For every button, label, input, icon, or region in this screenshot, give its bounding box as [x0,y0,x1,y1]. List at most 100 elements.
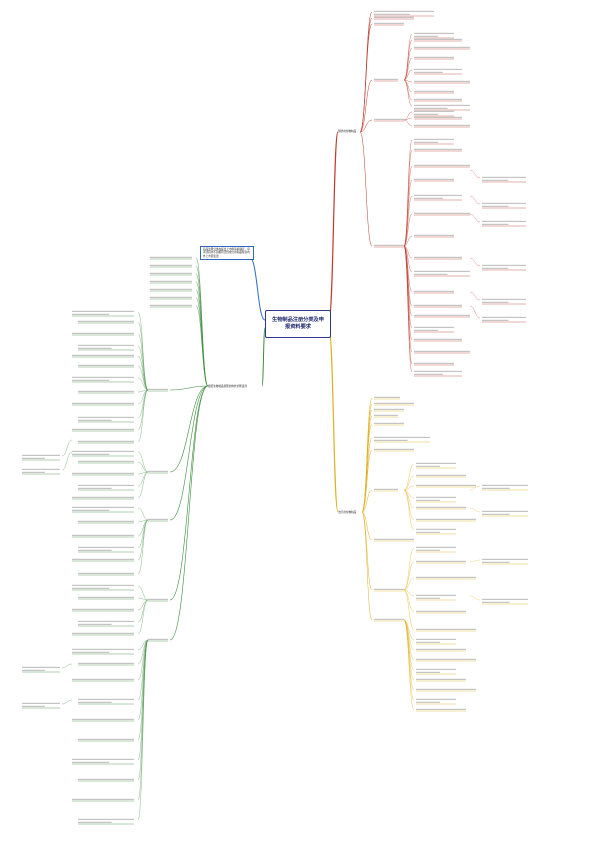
branch-preventive[interactable]: 预防用生物制品 [338,129,357,133]
ther-leaf-2-4 [416,678,466,680]
diag-leaf-0-0 [72,310,134,312]
root-title: 生物制品注册分类及申报资料要求 [272,317,324,330]
edge-diag-leaf-0-9 [137,389,149,419]
diag-leaf-0-5 [78,364,134,366]
prev-leaf-2-14 [414,350,470,352]
edge-ther-9 [361,511,373,591]
ther-leaf-0-3 [416,499,440,501]
edge-ther-7 [361,489,373,513]
prev-deep-4 [482,298,526,300]
prev-leaf-0-4 [414,68,462,70]
prev-leaf-2-4 [414,194,462,196]
edge-ther-leaf-0-1 [403,475,415,491]
edge-diag-leaf-2-1 [137,519,149,523]
edge-diag-leaf-0-3 [137,345,149,391]
edge-diag-0 [169,385,209,391]
diag-leaf-1-0 [72,450,134,452]
ther-deep-1 [482,513,510,515]
edge-diag-leaf-2-0 [137,507,149,521]
edge-diag-leaf-0-6 [137,377,149,391]
edge-diag-leaf-1-1 [137,461,149,473]
ther-deep-0 [482,484,528,486]
branch-diagnostic[interactable]: 按照生物制品管理的体外诊断试剂 [208,384,247,388]
branch-preventive-label: 预防用生物制品 [338,130,357,133]
edge-prev-leaf-2-10 [403,245,413,307]
edge-diag-top-5 [195,297,209,387]
branch-therapeutic[interactable]: 治疗用生物制品 [338,510,357,514]
edge-diag-far-2 [61,663,73,669]
edge-diag-top-2 [195,273,209,387]
ther-leaf-0-4 [416,506,466,508]
edge-prev-deep-0 [469,169,481,179]
edge-diag-leaf-3-4 [137,599,149,635]
prev-leaf-2-5 [414,212,470,214]
edge-diag-top-3 [195,281,209,387]
edge-diag-leaf-4-6 [137,639,149,761]
edge-prev-deep-2 [469,213,481,223]
edge-diag-leaf-4-3 [137,639,149,701]
prev-leaf-2-0 [414,141,438,143]
edge-root-diagnostic [261,327,266,387]
ther-deep-1 [482,510,528,512]
root-node[interactable]: 生物制品注册分类及申报资料要求 [265,310,331,338]
edge-diag-far-0 [61,439,73,457]
diag-leaf-0-1 [78,320,134,322]
ther-node-7 [374,488,398,490]
prev-leaf-2-9 [414,290,454,292]
ther-leaf-0-5 [416,518,476,520]
edge-diag-leaf-4-0 [137,639,149,651]
prev-leaf-0-4 [414,71,443,73]
edge-ther-leaf-1-5 [403,589,415,631]
ther-leaf-1-0 [416,546,456,548]
ther-leaf-2-3 [416,671,440,673]
diag-leaf-0-3 [78,347,112,349]
diag-leaf-2-2 [72,534,134,536]
ther-node-3 [374,414,398,416]
prev-leaf-2-3 [414,178,454,180]
edge-diag-leaf-3-1 [137,597,149,601]
diag-top-1 [150,264,192,266]
diag-node-1 [148,470,168,472]
edge-prev-leaf-2-11 [403,245,413,317]
edge-prev-leaf-1-1 [403,117,413,121]
diag-leaf-3-2 [72,608,134,610]
diag-node-3 [148,598,168,600]
ther-leaf-2-2 [416,658,476,660]
prev-leaf-1-0 [414,110,454,112]
ther-node-4 [374,422,404,424]
edge-prev-leaf-0-4 [403,69,413,81]
prev-leaf-0-7 [414,98,462,100]
prev-leaf-2-16 [414,373,443,375]
diag-leaf-3-0 [72,587,110,589]
edge-diag-top-0 [195,257,209,387]
edge-diag-leaf-0-1 [137,321,149,391]
edge-ther-leaf-0-0 [403,463,415,491]
prev-deep-0 [482,179,509,181]
diag-leaf-1-0 [72,453,110,455]
edge-diag-leaf-0-7 [137,389,149,393]
ther-node-5 [374,439,408,441]
diag-leaf-4-6 [72,758,134,760]
diag-leaf-0-2 [72,332,134,334]
edge-prev-4 [359,119,373,133]
prev-leaf-2-1 [414,148,462,150]
left-note-box[interactable]: 药品注册分类在提出上市申请前确定，审评过程中不因相同活性成分的制品在境内外上市而… [200,246,254,261]
prev-node-0 [374,13,410,15]
edge-diag-top-4 [195,289,209,387]
prev-leaf-2-10 [414,304,462,306]
diag-leaf-0-4 [72,354,134,356]
edge-ther-leaf-1-1 [403,561,415,591]
diag-far-0 [22,457,45,459]
edge-prev-leaf-2-5 [403,213,413,247]
edge-diag-leaf-0-2 [137,333,149,391]
diag-node-2 [148,518,168,520]
ther-leaf-0-1 [416,474,466,476]
diag-leaf-2-5 [78,572,134,574]
prev-deep-4 [482,301,509,303]
prev-node-5 [374,244,404,246]
edge-diag-top-6 [195,305,209,387]
prev-leaf-2-15 [414,362,454,364]
diag-leaf-4-9 [78,821,112,823]
edge-diag-leaf-1-4 [137,471,149,499]
ther-leaf-0-0 [416,462,456,464]
